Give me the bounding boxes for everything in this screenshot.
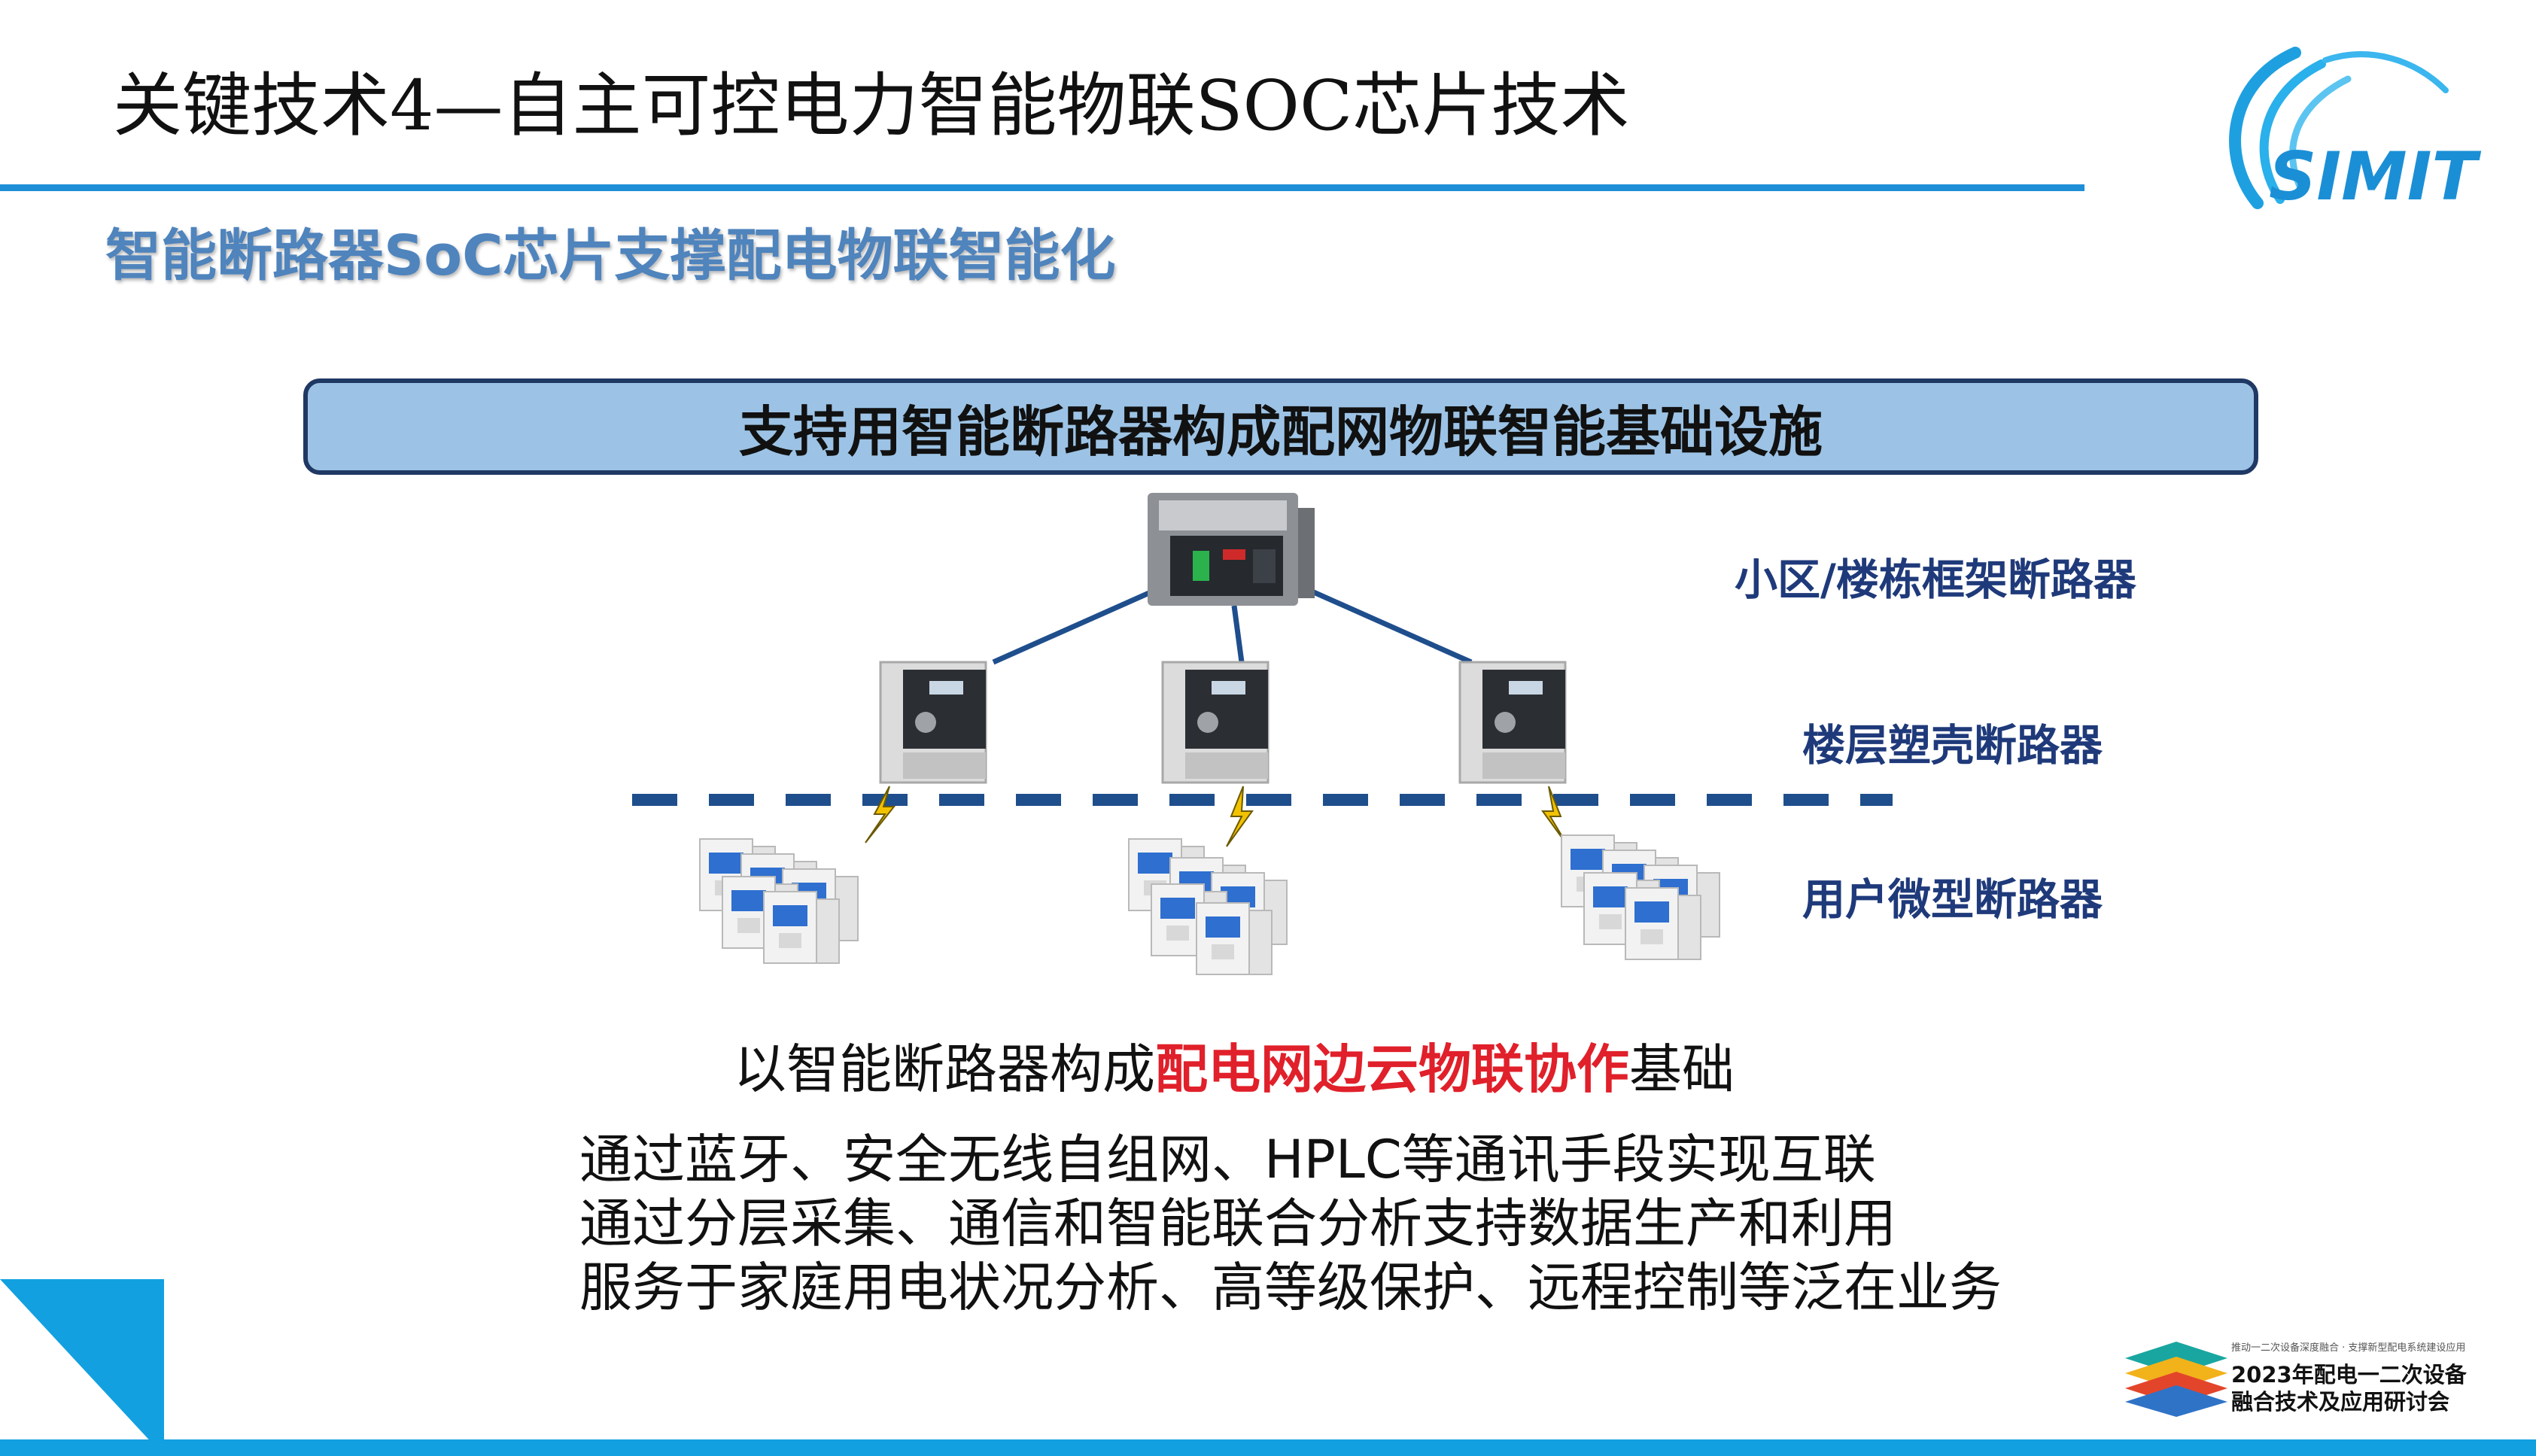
conference-title-line2: 融合技术及应用研讨会	[2231, 1389, 2450, 1415]
label-molded-case-breaker: 楼层塑壳断路器	[1802, 721, 2103, 771]
label-miniature-breaker: 用户微型断路器	[1802, 875, 2103, 925]
caption-suffix: 基础	[1629, 1038, 1735, 1100]
bullet-line: 通过分层采集、通信和智能联合分析支持数据生产和利用	[579, 1193, 1896, 1254]
link-frame-to-mccb-left	[992, 584, 1164, 665]
conference-logo	[2125, 1342, 2227, 1417]
label-frame-breaker: 小区/楼栋框架断路器	[1735, 555, 2136, 605]
caption-prefix: 以智能断路器构成	[734, 1038, 1155, 1100]
title-underline	[0, 184, 2084, 191]
miniature-breaker-group-right	[1561, 834, 1720, 960]
caption-highlight: 配电网边云物联协作	[1155, 1038, 1629, 1100]
molded-case-breaker-image	[1458, 661, 1567, 784]
conference-tagline: 推动一二次设备深度融合 · 支撑新型配电系统建设应用	[2231, 1342, 2466, 1354]
slide-subtitle: 智能断路器SoC芯片支撑配电物联智能化	[105, 223, 1116, 288]
caption: 以智能断路器构成配电网边云物联协作基础	[734, 1027, 1735, 1103]
bullet-line: 服务于家庭用电状况分析、高等级保护、远程控制等泛在业务	[579, 1257, 2002, 1318]
molded-case-breaker-image	[1161, 661, 1270, 784]
header-box-text: 支持用智能断路器构成配网物联智能基础设施	[738, 400, 1823, 464]
miniature-breaker-group-center	[1128, 838, 1288, 975]
bottom-rule	[0, 1439, 2536, 1456]
frame-breaker-image	[1148, 493, 1315, 606]
miniature-breaker-group-left	[699, 838, 859, 964]
simit-logo: SIMIT	[2229, 47, 2481, 215]
slide-title: 关键技术4—自主可控电力智能物联SOC芯片技术	[113, 65, 1630, 146]
header-box: 支持用智能断路器构成配网物联智能基础设施	[303, 378, 2258, 475]
bullet-line: 通过蓝牙、安全无线自组网、HPLC等通讯手段实现互联	[579, 1129, 1876, 1190]
corner-decoration	[0, 1279, 164, 1456]
molded-case-breaker-image	[879, 661, 987, 784]
link-frame-to-mccb-right	[1300, 584, 1473, 665]
svg-text:SIMIT: SIMIT	[2269, 138, 2481, 215]
conference-title-line1: 2023年配电一二次设备	[2231, 1362, 2467, 1388]
link-frame-to-mccb-center	[1231, 605, 1245, 663]
